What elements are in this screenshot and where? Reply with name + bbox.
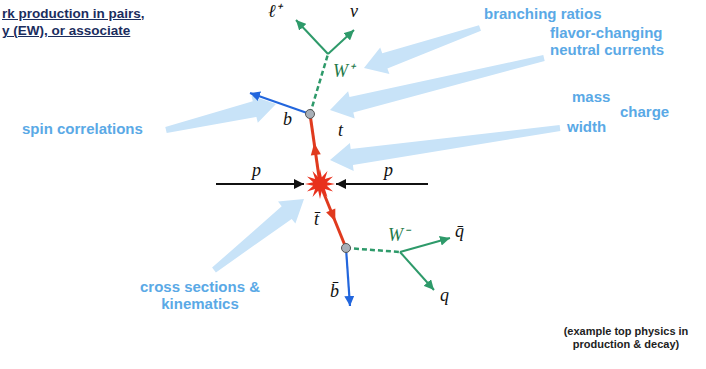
particle-label: W⁺	[333, 62, 354, 80]
particle-label: W⁻	[388, 226, 409, 244]
callout-text: cross sections & kinematics	[135, 278, 265, 313]
decay-vertex	[306, 110, 315, 119]
callout-text: branching ratios	[484, 5, 602, 22]
particle-label: b	[283, 110, 292, 128]
callout-text: flavor-changing neutral currents	[550, 24, 695, 59]
proton-line	[216, 183, 304, 185]
neutrino-line	[328, 30, 354, 54]
callout-arrow	[330, 55, 545, 118]
lepton-line	[296, 20, 328, 54]
antitop-line	[320, 184, 346, 248]
top-line	[310, 114, 320, 184]
note-text: (example top physics in production & dec…	[551, 325, 701, 350]
callout-text: charge	[620, 103, 669, 120]
w-boson-line	[346, 248, 400, 252]
callout-arrow	[165, 96, 276, 133]
b-quark-line	[346, 248, 350, 306]
particle-label: t	[338, 121, 343, 139]
particle-label: p	[252, 161, 261, 179]
callout-arrow	[330, 125, 560, 171]
antitop-arrowhead	[326, 209, 335, 222]
particle-label: ℓ⁺	[268, 2, 282, 20]
particle-label: q̄	[455, 222, 464, 240]
top-arrowhead	[311, 143, 321, 156]
callout-text: spin correlations	[22, 120, 143, 137]
proton-line	[336, 183, 428, 185]
callout-arrow	[364, 25, 481, 74]
particle-label: t̄	[314, 210, 319, 228]
callout-text: mass	[572, 88, 610, 105]
decay-vertex	[342, 244, 351, 253]
quark-line	[400, 252, 434, 290]
particle-label: ν	[350, 2, 358, 20]
section-heading: rk production in pairs,	[2, 6, 145, 22]
section-heading: y (EW), or associate	[2, 23, 130, 39]
callout-arrow	[212, 199, 304, 272]
callout-text: width	[567, 118, 606, 135]
particle-label: p	[384, 161, 393, 179]
b-quark-line	[250, 93, 310, 114]
particle-label: b̄	[330, 282, 339, 300]
particle-label: q	[440, 286, 449, 304]
w-boson-line	[310, 54, 328, 114]
collision-burst	[305, 169, 335, 199]
callout-arrows	[165, 25, 560, 272]
